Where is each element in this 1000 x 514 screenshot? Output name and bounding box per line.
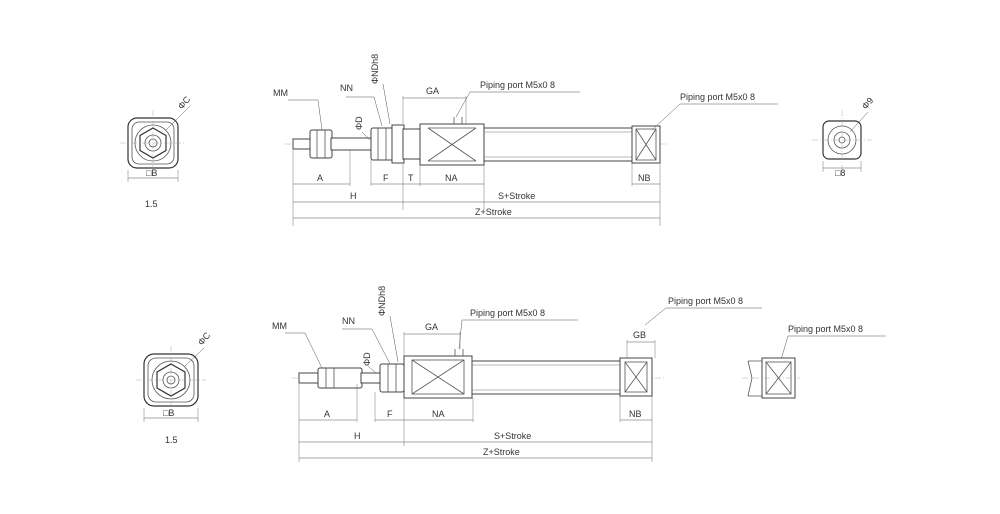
- top-end-label-1-5: 1.5: [145, 199, 158, 209]
- top-port-rear: Piping port M5x0 8: [680, 92, 755, 102]
- bottom-end-label-1-5: 1.5: [165, 435, 178, 445]
- top-label-S: S+Stroke: [498, 191, 535, 201]
- bottom-port-rear: Piping port M5x0 8: [668, 296, 743, 306]
- top-dimensions: [288, 83, 778, 226]
- bottom-label-GB: GB: [633, 330, 646, 340]
- top-rear-end-view: [812, 110, 872, 172]
- top-end-label-C: ΦC: [176, 94, 193, 111]
- bottom-label-NB: NB: [629, 409, 642, 419]
- top-label-NB: NB: [638, 173, 651, 183]
- top-cylinder-body: [285, 117, 668, 166]
- bottom-port-front: Piping port M5x0 8: [470, 308, 545, 318]
- top-label-NDh8: ΦNDh8: [370, 54, 380, 84]
- bottom-cylinder-body: [292, 349, 666, 399]
- bottom-label-Z: Z+Stroke: [483, 447, 520, 457]
- top-rear-label-sq8: □8: [835, 168, 845, 178]
- top-label-Z: Z+Stroke: [475, 207, 512, 217]
- bottom-label-H: H: [354, 431, 361, 441]
- top-end-label-B: □B: [146, 168, 157, 178]
- bottom-rear-port: Piping port M5x0 8: [788, 324, 863, 334]
- top-label-H: H: [350, 191, 357, 201]
- top-front-end-view: [120, 105, 191, 182]
- bottom-end-label-C: ΦC: [196, 330, 213, 347]
- bottom-label-NDh8: ΦNDh8: [377, 286, 387, 316]
- bottom-label-D: ΦD: [362, 352, 372, 366]
- bottom-label-NA: NA: [432, 409, 445, 419]
- bottom-label-S: S+Stroke: [494, 431, 531, 441]
- bottom-label-NN: NN: [342, 316, 355, 326]
- top-label-A: A: [317, 173, 323, 183]
- bottom-label-A: A: [324, 409, 330, 419]
- bottom-front-end-view: [136, 346, 206, 422]
- bottom-dimensions: [285, 307, 886, 462]
- bottom-rear-partial-view: [742, 357, 800, 399]
- top-rear-label-phi9: Φ9: [860, 96, 875, 112]
- top-label-NN: NN: [340, 83, 353, 93]
- top-label-NA: NA: [445, 173, 458, 183]
- top-port-front: Piping port M5x0 8: [480, 80, 555, 90]
- top-label-F: F: [383, 173, 389, 183]
- bottom-label-GA: GA: [425, 322, 438, 332]
- bottom-label-MM: MM: [272, 321, 287, 331]
- top-label-GA: GA: [426, 86, 439, 96]
- top-label-MM: MM: [273, 88, 288, 98]
- top-label-T: T: [408, 173, 414, 183]
- top-label-D: ΦD: [354, 116, 364, 130]
- bottom-end-label-B: □B: [163, 408, 174, 418]
- bottom-label-F: F: [387, 409, 393, 419]
